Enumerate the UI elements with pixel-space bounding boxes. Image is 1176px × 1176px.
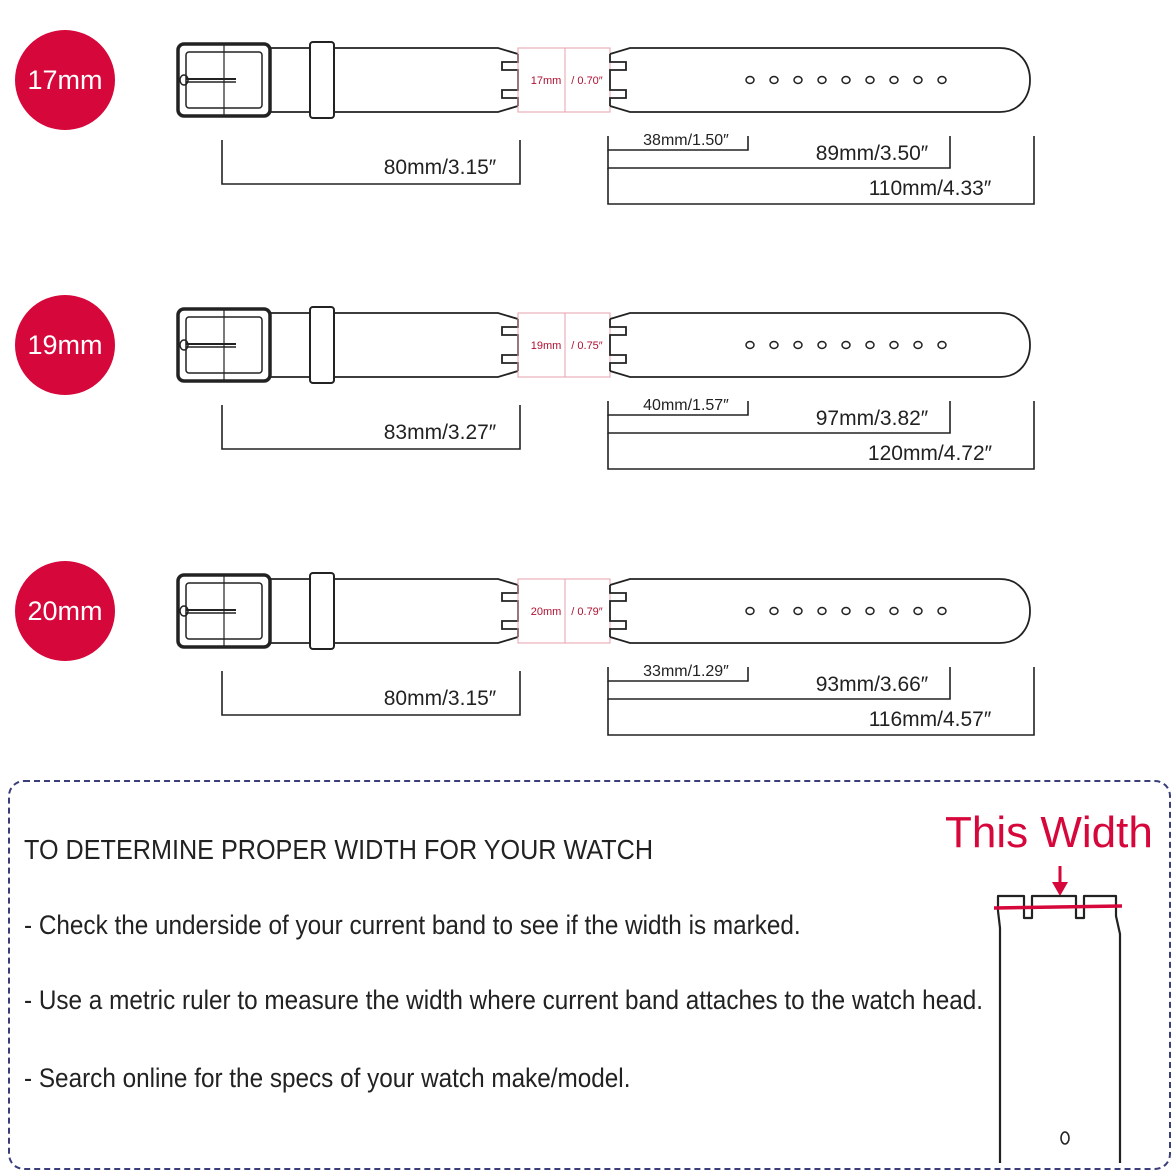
buckle-pin-end — [179, 605, 189, 617]
buckle-side-length: 80mm/3.15″ — [384, 156, 497, 179]
strap-row-20mm: 20mm 20mm / 0.79″ 80mm/3.15″ 33mm/1.29″ 93mm/… — [15, 561, 1035, 736]
size-badge-label: 17mm — [27, 65, 102, 95]
tail-strap-lug-notches — [609, 54, 627, 106]
strap-hole — [817, 606, 827, 616]
size-badge-circle — [15, 295, 115, 395]
last-hole-dimension — [607, 667, 951, 700]
width-highlight-line — [993, 904, 1123, 910]
tail-strap-outline — [609, 578, 1031, 644]
strap-hole — [889, 75, 899, 85]
lug-width-in: / 0.79″ — [571, 606, 603, 618]
buckle-strap-lug-notches — [501, 319, 519, 371]
buckle-strap-bottom-edge — [270, 370, 519, 378]
buckle-strap-lug-notches — [501, 585, 519, 637]
buckle-strap-top-edge — [270, 578, 519, 586]
tip-to-last-hole: 93mm/3.66″ — [816, 673, 929, 696]
last-hole-dimension — [607, 136, 951, 169]
tail-strap-lug-notches — [609, 319, 627, 371]
strap-hole — [841, 606, 851, 616]
strap-hole — [913, 75, 923, 85]
buckle-strap-top-edge — [270, 47, 519, 55]
lug-width-in: / 0.70″ — [571, 75, 603, 87]
buckle-strap-lug-notches — [501, 54, 519, 106]
buckle-strap-bottom-edge — [270, 636, 519, 644]
strap-hole — [745, 75, 755, 85]
tail-total-length: 120mm/4.72″ — [868, 442, 993, 465]
size-badge-label: 20mm — [27, 596, 102, 626]
tail-strap-lug-notches — [609, 585, 627, 637]
lug-width-mm: 19mm — [531, 340, 562, 352]
strap-hole — [913, 606, 923, 616]
strap-hole — [769, 75, 779, 85]
strap-hole — [769, 340, 779, 350]
size-badge-circle — [15, 30, 115, 130]
strap-end-outline — [996, 894, 1122, 1163]
strap-hole — [889, 340, 899, 350]
strap-hole — [865, 340, 875, 350]
strap-keeper-loop — [309, 306, 335, 384]
strap-keeper-loop — [309, 572, 335, 650]
strap-hole — [841, 340, 851, 350]
strap-hole — [793, 606, 803, 616]
tip-to-last-hole: 97mm/3.82″ — [816, 407, 929, 430]
guide-tip-search-online: - Search online for the specs of your wa… — [24, 1063, 631, 1093]
tail-strap-outline — [609, 312, 1031, 378]
strap-end-illustration — [993, 866, 1123, 1163]
tip-to-first-hole: 38mm/1.50″ — [643, 132, 729, 149]
strap-hole — [913, 340, 923, 350]
tip-to-last-hole: 89mm/3.50″ — [816, 142, 929, 165]
buckle-strap-top-edge — [270, 312, 519, 320]
strap-hole — [817, 75, 827, 85]
last-hole-dimension — [607, 401, 951, 434]
tip-to-first-hole: 33mm/1.29″ — [643, 663, 729, 680]
tip-to-first-hole: 40mm/1.57″ — [643, 397, 729, 414]
strap-hole — [745, 340, 755, 350]
tail-total-length: 110mm/4.33″ — [869, 177, 992, 200]
width-callout-label: This Width — [945, 808, 1153, 857]
buckle-side-length: 80mm/3.15″ — [384, 687, 497, 710]
guide-tip-underside: - Check the underside of your current ba… — [24, 910, 801, 940]
guide-tip-ruler: - Use a metric ruler to measure the widt… — [24, 985, 983, 1015]
tail-total-dimension — [607, 401, 1035, 470]
tail-strap-outline — [609, 47, 1031, 113]
strap-row-17mm: 17mm 17mm / 0.70″ 80mm/3.15″ 38mm/1.50″ 89mm/… — [15, 30, 1035, 205]
lug-width-mm: 17mm — [531, 75, 562, 87]
tail-total-dimension — [607, 667, 1035, 736]
guide-heading: TO DETERMINE PROPER WIDTH FOR YOUR WATCH — [24, 834, 654, 865]
strap-keeper-loop — [309, 41, 335, 119]
strap-hole — [841, 75, 851, 85]
strap-hole — [889, 606, 899, 616]
strap-hole — [865, 606, 875, 616]
strap-hole — [1060, 1131, 1070, 1145]
buckle-pin-end — [179, 74, 189, 86]
lug-width-mm: 20mm — [531, 606, 562, 618]
size-badge-label: 19mm — [27, 330, 102, 360]
tail-total-length: 116mm/4.57″ — [869, 708, 992, 731]
first-hole-dimension — [607, 401, 749, 416]
buckle-strap-bottom-edge — [270, 105, 519, 113]
width-arrow-head — [1052, 882, 1068, 896]
strap-hole — [817, 340, 827, 350]
strap-hole — [745, 606, 755, 616]
buckle-pin-end — [179, 339, 189, 351]
buckle-side-dimension — [221, 405, 521, 450]
size-badge-circle — [15, 561, 115, 661]
strap-hole — [793, 75, 803, 85]
first-hole-dimension — [607, 667, 749, 682]
strap-hole — [865, 75, 875, 85]
strap-hole — [937, 606, 947, 616]
strap-hole — [769, 606, 779, 616]
lug-width-in: / 0.75″ — [571, 340, 603, 352]
strap-size-diagram: 17mm 17mm / 0.70″ 80mm/3.15″ 38mm/1.50″ 89mm/… — [15, 30, 1035, 736]
strap-hole — [793, 340, 803, 350]
buckle-side-dimension — [221, 671, 521, 716]
buckle-side-length: 83mm/3.27″ — [384, 421, 497, 444]
width-guide-panel: TO DETERMINE PROPER WIDTH FOR YOUR WATCH… — [8, 780, 1171, 1170]
strap-row-19mm: 19mm 19mm / 0.75″ 83mm/3.27″ 40mm/1.57″ 97mm/… — [15, 295, 1035, 470]
strap-hole — [937, 75, 947, 85]
strap-hole — [937, 340, 947, 350]
buckle-side-dimension — [221, 140, 521, 185]
tail-total-dimension — [607, 136, 1035, 205]
first-hole-dimension — [607, 136, 749, 151]
